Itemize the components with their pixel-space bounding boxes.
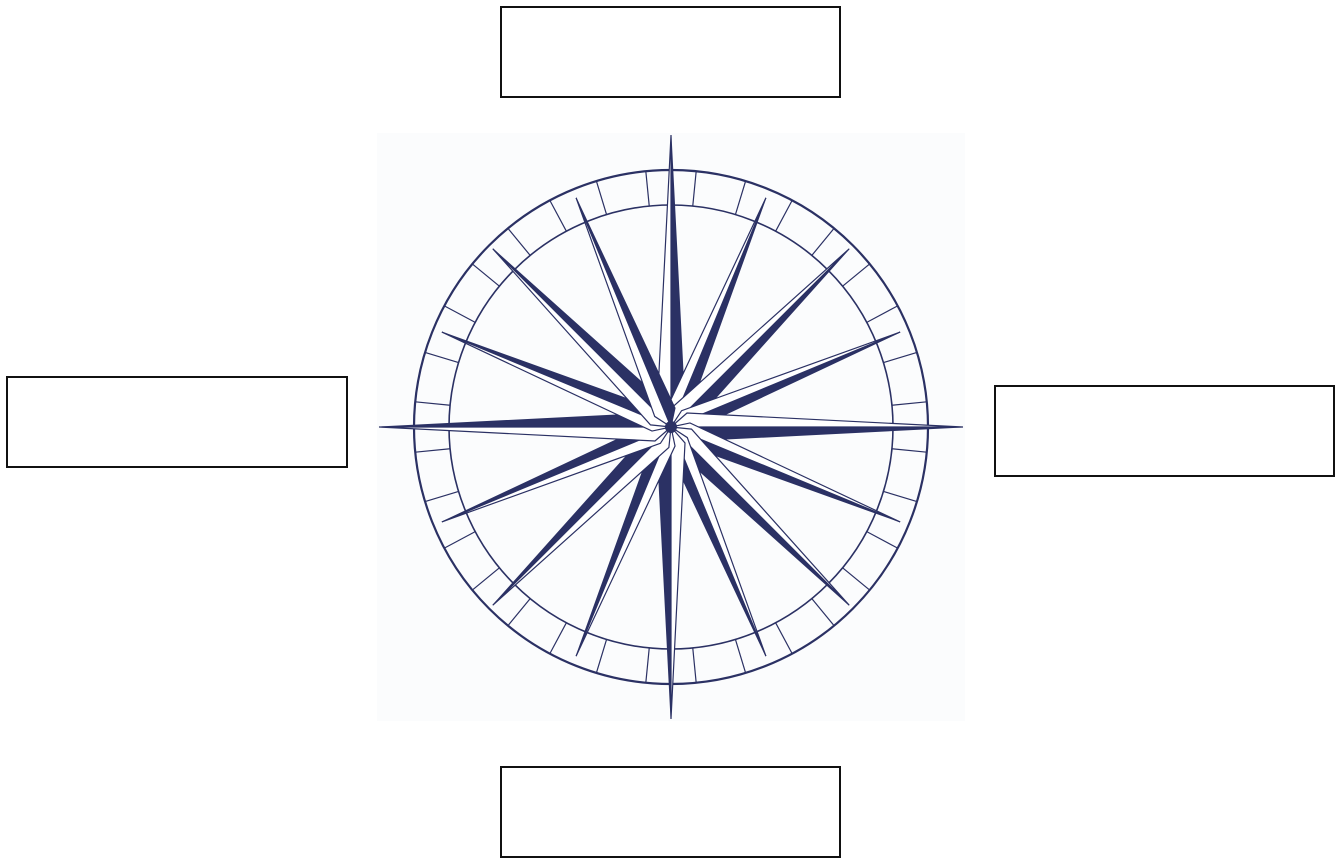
compass-center-dot [665,421,677,433]
compass-rays [379,135,963,719]
compass-ring-tick [735,181,745,214]
east-label-box[interactable] [994,385,1335,477]
north-label-box[interactable] [500,6,841,98]
compass-ring-tick [646,648,649,683]
compass-ring-tick [415,449,450,452]
compass-ring-tick [508,228,530,255]
compass-point-light [671,413,963,427]
compass-point-light [493,427,671,605]
compass-ring-tick [812,228,834,255]
compass-ring-tick [472,568,499,590]
compass-ring-tick [883,491,916,501]
compass-ring-tick [415,402,450,405]
compass-point-light [493,249,671,427]
compass-rose-icon [377,133,965,721]
compass-ring-tick [843,264,870,286]
compass-ring-tick [776,200,792,231]
compass-ring-tick [892,449,927,452]
compass-ring-tick [867,306,898,322]
compass-ring-tick [735,639,745,672]
compass-ring-tick [425,352,458,362]
compass-ring-tick [646,171,649,206]
compass-ring-tick [596,639,606,672]
compass-ring-tick [444,306,475,322]
compass-point-light [671,427,685,719]
compass-ring-tick [508,599,530,626]
compass-ring-tick [776,623,792,654]
compass-ring-tick [843,568,870,590]
compass-ring-tick [472,264,499,286]
compass-point-light [671,427,849,605]
compass-ring-tick [883,352,916,362]
compass-ring-tick [693,648,696,683]
compass-ring-tick [596,181,606,214]
compass-ring-tick [867,532,898,548]
compass-ring-tick [892,402,927,405]
south-label-box[interactable] [500,766,841,858]
compass-ring-tick [550,200,566,231]
west-label-box[interactable] [6,376,348,468]
compass-ring-tick [444,532,475,548]
compass-rose-image [377,133,965,721]
compass-ring-tick [812,599,834,626]
compass-ring-tick [693,171,696,206]
compass-ring-tick [425,491,458,501]
compass-point-light [379,427,671,441]
compass-ring-tick [550,623,566,654]
compass-point-light [671,249,849,427]
